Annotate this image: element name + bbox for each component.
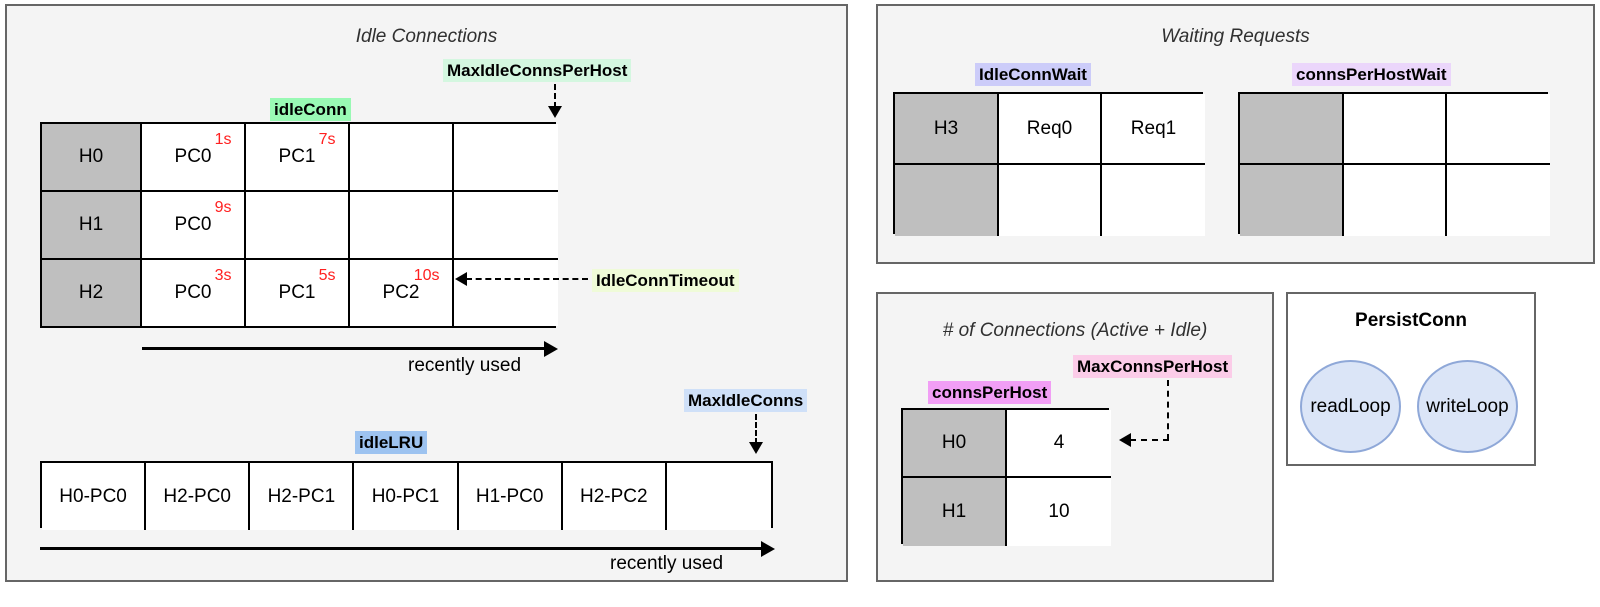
max-conns-per-host-arrowhead — [1119, 433, 1131, 447]
conns-per-host-wait-row-host — [1240, 94, 1344, 165]
idle-conn-wait-tag: IdleConnWait — [975, 63, 1091, 87]
conns-per-host-row-host: H1 — [903, 478, 1007, 546]
conns-per-host-wait-cell — [1344, 165, 1447, 236]
idle-lru-cell: H0-PC1 — [354, 463, 459, 530]
conns-per-host-wait-tag: connsPerHostWait — [1292, 63, 1451, 87]
idle-conn-tag: idleConn — [270, 98, 351, 122]
num-connections-title: # of Connections (Active + Idle) — [942, 320, 1208, 341]
idle-conn-wait-cell: Req0 — [999, 94, 1102, 165]
conns-per-host-count: 10 — [1007, 478, 1111, 546]
recently-used-axis-bottom — [40, 547, 763, 550]
conns-per-host-wait-cell — [1447, 94, 1550, 165]
idle-conn-row-host: H0 — [42, 124, 142, 192]
idle-conn-name: PC0 — [174, 146, 212, 167]
idle-conn-cell: PC1 5s — [246, 260, 350, 326]
idle-conn-table: H0 PC0 1s PC1 7s H1 PC0 9s H2 PC0 3s PC1… — [40, 122, 558, 328]
idle-conn-cell-empty — [350, 124, 454, 192]
idle-conn-age: 3s — [214, 267, 232, 284]
max-idle-conns-per-host-connector — [554, 84, 556, 108]
max-idle-conns-connector — [755, 414, 757, 444]
max-conns-per-host-tag: MaxConnsPerHost — [1073, 355, 1233, 379]
idle-conn-age: 1s — [214, 131, 232, 148]
conns-per-host-tag: connsPerHost — [928, 381, 1052, 405]
idle-conn-cell-empty — [246, 192, 350, 260]
recently-used-axis-top — [142, 347, 546, 350]
idle-conn-age: 5s — [318, 267, 336, 284]
max-idle-conns-per-host-arrowhead — [548, 106, 562, 118]
idle-lru-cell-empty — [666, 463, 771, 530]
recently-used-caption-top: recently used — [408, 355, 522, 376]
max-conns-per-host-connector-horizontal — [1130, 439, 1169, 441]
idle-conn-age: 10s — [413, 267, 440, 284]
idle-conn-age: 7s — [318, 131, 336, 148]
idle-lru-cell: H1-PC0 — [458, 463, 563, 530]
idle-conn-cell: PC1 7s — [246, 124, 350, 192]
max-idle-conns-per-host-tag: MaxIdleConnsPerHost — [443, 59, 632, 83]
idle-conn-cell: PC2 10s — [350, 260, 454, 326]
read-loop-node: readLoop — [1300, 360, 1401, 453]
idle-conn-wait-cell — [999, 165, 1102, 236]
idle-conn-row-host: H1 — [42, 192, 142, 260]
conns-per-host-wait-cell — [1447, 165, 1550, 236]
waiting-requests-title: Waiting Requests — [1161, 26, 1310, 47]
conns-per-host-wait-cell — [1344, 94, 1447, 165]
idle-conn-cell-empty — [454, 192, 558, 260]
idle-conn-wait-table: H3 Req0 Req1 — [893, 92, 1205, 236]
idle-conn-cell: PC0 3s — [142, 260, 246, 326]
idle-lru-cell: H2-PC1 — [250, 463, 355, 530]
idle-conn-timeout-connector — [466, 278, 588, 280]
max-conns-per-host-connector-vertical — [1167, 380, 1169, 440]
conns-per-host-count: 4 — [1007, 410, 1111, 478]
write-loop-node: writeLoop — [1417, 360, 1518, 453]
idle-conn-row-host: H2 — [42, 260, 142, 326]
idle-conn-name: PC1 — [278, 282, 316, 303]
idle-conn-cell-empty — [454, 260, 558, 326]
idle-conn-cell-empty — [350, 192, 454, 260]
recently-used-arrowhead-top — [544, 341, 558, 357]
conns-per-host-wait-row-host — [1240, 165, 1344, 236]
conns-per-host-wait-table — [1238, 92, 1550, 236]
idle-conn-wait-cell — [1102, 165, 1205, 236]
idle-conn-name: PC1 — [278, 146, 316, 167]
idle-lru-cell: H2-PC0 — [146, 463, 251, 530]
idle-conn-cell-empty — [454, 124, 558, 192]
idle-lru-table: H0-PC0 H2-PC0 H2-PC1 H0-PC1 H1-PC0 H2-PC… — [40, 461, 773, 530]
idle-lru-cell: H2-PC2 — [562, 463, 667, 530]
idle-lru-cell: H0-PC0 — [42, 463, 147, 530]
idle-lru-tag: idleLRU — [355, 431, 428, 455]
conns-per-host-row-host: H0 — [903, 410, 1007, 478]
idle-conn-name: PC0 — [174, 214, 212, 235]
recently-used-arrowhead-bottom — [761, 541, 775, 557]
recently-used-caption-bottom: recently used — [610, 553, 724, 574]
idle-conn-age: 9s — [214, 199, 232, 216]
idle-conn-wait-row-host — [895, 165, 999, 236]
conns-per-host-table: H0 4 H1 10 — [901, 408, 1111, 546]
idle-conn-cell: PC0 9s — [142, 192, 246, 260]
persist-conn-title: PersistConn — [1355, 310, 1467, 331]
max-idle-conns-arrowhead — [749, 442, 763, 454]
idle-conn-name: PC2 — [382, 282, 420, 303]
idle-conn-wait-cell: Req1 — [1102, 94, 1205, 165]
idle-conn-name: PC0 — [174, 282, 212, 303]
idle-conn-timeout-tag: IdleConnTimeout — [592, 269, 739, 293]
idle-connections-title: Idle Connections — [355, 26, 498, 47]
idle-conn-cell: PC0 1s — [142, 124, 246, 192]
idle-conn-timeout-arrowhead — [455, 272, 467, 286]
idle-conn-wait-row-host: H3 — [895, 94, 999, 165]
max-idle-conns-tag: MaxIdleConns — [684, 389, 808, 413]
